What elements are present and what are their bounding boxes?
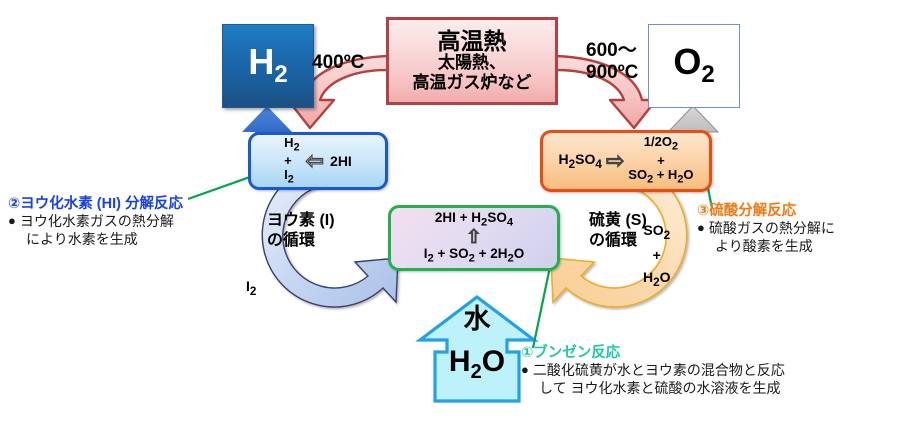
heat-source-box: 高温熱 太陽熱、 高温ガス炉など [386, 17, 558, 105]
iodine-cycle-line2: の循環 [267, 232, 316, 249]
hydrogen-output-arrow [242, 106, 292, 140]
temperature-left-value: 400ºC [312, 52, 365, 73]
annotation-bunsen-number: ① [521, 345, 534, 361]
annotation-hi-body-line2: により水素を生成 [26, 231, 138, 248]
hi-reaction-reactant: 2HI [330, 153, 352, 169]
heat-source-heading: 高温熱 [437, 27, 507, 54]
sulfur-cycle-species: SO2 + H2O [643, 220, 671, 291]
temperature-right-line1: 600～ [586, 40, 637, 61]
annotation-sulfuric-title-text: 硫酸分解反応 [709, 203, 797, 219]
sulfur-cycle-line2: の循環 [589, 232, 638, 249]
hydrogen-label: H2 [248, 41, 288, 89]
oxygen-subscript: 2 [701, 61, 715, 89]
sulfur-species-plus: + [652, 246, 661, 263]
annotation-sulfuric-body: ● 硫酸ガスの熱分解に より酸素を生成 [697, 220, 897, 256]
annotation-hi-title-text: ヨウ化水素 (HI) 分解反応 [20, 196, 183, 212]
hi-product-plus: + [284, 153, 292, 169]
heat-source-line2: 太陽熱、 [438, 52, 506, 72]
annotation-sulfuric-bullet-icon: ● [697, 220, 705, 236]
annotation-sulfuric-acid-decomposition: ③硫酸分解反応 ● 硫酸ガスの熱分解に より酸素を生成 [697, 203, 897, 256]
annotation-hi-title: ②ヨウ化水素 (HI) 分解反応 [8, 196, 258, 213]
temperature-label-right: 600～ 900ºC [586, 40, 638, 84]
h2so4-product-o2: 1/2O2 [643, 134, 678, 153]
hi-reaction-arrow-icon: ⇦ [305, 147, 325, 173]
annotation-hi-body-line1: ヨウ化水素ガスの熱分解 [19, 213, 174, 230]
hi-reaction-products: H2 + I2 [284, 136, 299, 186]
oxygen-product-box: O2 [648, 24, 740, 108]
water-formula-label: H2O [448, 345, 506, 383]
annotation-bunsen-body: ● 二酸化硫黄が水とヨウ素の混合物と反応 して ヨウ化水素と硫酸の水溶液を生成 [521, 362, 900, 398]
h2so4-reaction-arrow-icon: ⇨ [605, 147, 625, 173]
water-input-arrow [415, 294, 539, 403]
annotation-hi-body: ● ヨウ化水素ガスの熱分解 により水素を生成 [8, 213, 258, 249]
water-kanji-label: 水 [463, 304, 491, 334]
iodine-cycle-arrow [261, 162, 399, 308]
hi-product-i2: I2 [284, 166, 294, 186]
sulfur-cycle-arrow [550, 162, 688, 308]
annotation-sulfuric-body-line1: 硫酸ガスの熱分解に [708, 220, 835, 237]
bunsen-reaction-arrow-icon: ⇧ [465, 227, 482, 249]
annotation-bunsen-reaction: ①ブンゼン反応 ● 二酸化硫黄が水とヨウ素の混合物と反応 して ヨウ化水素と硫酸… [521, 345, 900, 398]
sulfur-species-so2: SO2 [643, 222, 671, 242]
hydrogen-subscript: 2 [274, 61, 288, 89]
annotation-bunsen-body-line2: して ヨウ化水素と硫酸の水溶液を生成 [539, 380, 781, 397]
iodine-cycle-species: I2 [246, 278, 257, 298]
oxygen-label: O2 [673, 41, 715, 89]
sulfur-cycle-line1: 硫黄 (S) [589, 212, 647, 229]
h2so4-products: 1/2O2 + SO2 + H2O [628, 135, 693, 186]
annotation-bunsen-title: ①ブンゼン反応 [521, 345, 900, 362]
sulfur-cycle-label: 硫黄 (S) の循環 [589, 211, 647, 251]
hi-product-h2: H2 [284, 135, 300, 154]
water-input-label: 水 H2O [412, 304, 542, 383]
annotation-hi-bullet-icon: ● [8, 213, 16, 229]
hydrogen-product-box: H2 [222, 24, 314, 108]
annotation-sulfuric-body-line2: より酸素を生成 [715, 238, 813, 255]
h2so4-product-so2-h2o: SO2 + H2O [628, 167, 694, 186]
sulfuric-acid-decomposition-reaction-box: H2SO4 ⇨ 1/2O2 + SO2 + H2O [540, 130, 712, 192]
annotation-sulfuric-number: ③ [697, 203, 710, 219]
sulfur-species-h2o: H2O [643, 268, 671, 289]
h2so4-reactant: H2SO4 [558, 151, 602, 171]
annotation-sulfuric-title: ③硫酸分解反応 [697, 203, 897, 220]
annotation-hi-decomposition: ②ヨウ化水素 (HI) 分解反応 ● ヨウ化水素ガスの熱分解 により水素を生成 [8, 196, 258, 249]
annotation-bunsen-body-line1: 二酸化硫黄が水とヨウ素の混合物と反応 [532, 362, 785, 379]
temperature-label-left: 400ºC [312, 52, 364, 74]
bunsen-reactants: I2 + SO2 + 2H2O [423, 245, 525, 265]
hi-decomposition-reaction-box: H2 + I2 ⇦ 2HI [248, 132, 388, 190]
annotation-hi-number: ② [8, 196, 21, 212]
bunsen-reaction-box: 2HI + H2SO4 ⇧ I2 + SO2 + 2H2O [388, 205, 560, 271]
annotation-bunsen-bullet-icon: ● [521, 362, 529, 378]
heat-source-line3: 高温ガス炉など [412, 73, 532, 93]
annotation-bunsen-title-text: ブンゼン反応 [533, 345, 621, 361]
h2so4-product-plus: + [657, 152, 665, 168]
iodine-cycle-label: ヨウ素 (I) の循環 [267, 211, 335, 251]
iodine-cycle-line1: ヨウ素 (I) [267, 212, 335, 229]
temperature-right-line2: 900ºC [586, 61, 639, 83]
bunsen-products: 2HI + H2SO4 [434, 210, 514, 230]
